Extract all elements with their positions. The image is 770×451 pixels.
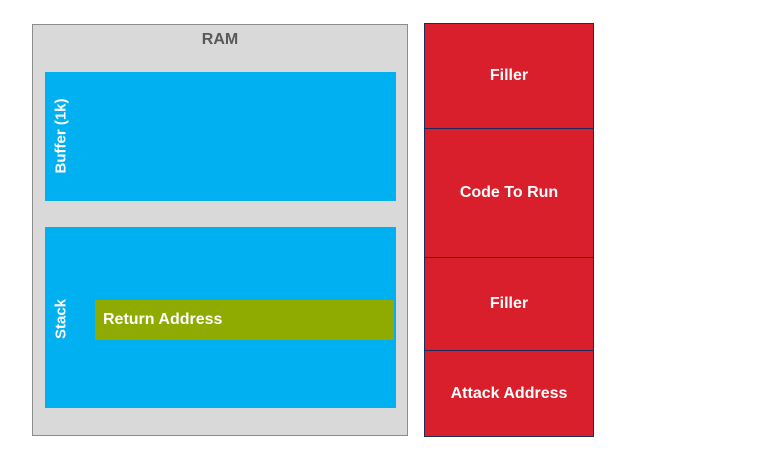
buffer-label: Buffer (1k) [52, 98, 70, 174]
payload-segment-label: Filler [489, 67, 529, 84]
payload-stack: Filler Code To Run Filler Attack Address [424, 23, 594, 437]
payload-segment-code-to-run: Code To Run [424, 128, 594, 258]
ram-block: RAM Buffer (1k) Stack Return Address [32, 24, 408, 436]
payload-segment-label: Code To Run [459, 184, 559, 201]
buffer-region: Buffer (1k) [45, 72, 396, 201]
payload-segment-filler-top: Filler [424, 23, 594, 129]
return-address-label: Return Address [103, 311, 223, 328]
stack-label: Stack [52, 298, 70, 340]
payload-segment-label: Filler [489, 295, 529, 312]
ram-title: RAM [201, 31, 239, 48]
payload-segment-attack-address: Attack Address [424, 350, 594, 437]
return-address-block: Return Address [95, 300, 394, 340]
payload-segment-label: Attack Address [450, 384, 568, 402]
payload-segment-filler-bottom: Filler [424, 257, 594, 351]
stack-region: Stack Return Address [45, 227, 396, 408]
